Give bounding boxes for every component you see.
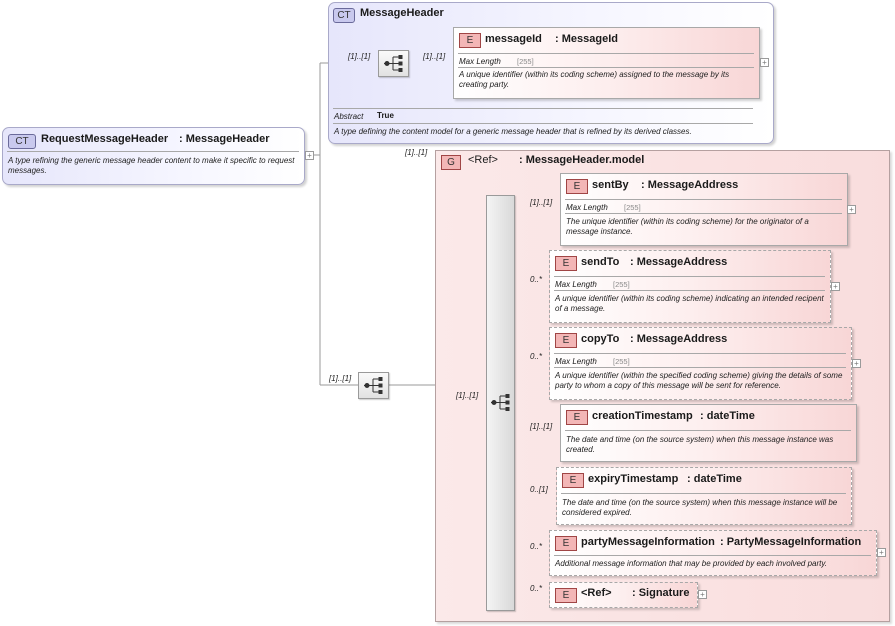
facet-value: [255] [624, 203, 641, 212]
element-type: : dateTime [687, 473, 742, 485]
group-ref: <Ref> [468, 154, 498, 166]
element-cardinality: [1]..[1] [423, 52, 446, 61]
divider [554, 353, 846, 354]
element-type: : dateTime [700, 410, 755, 422]
expand-icon[interactable]: + [852, 359, 861, 368]
facet-value: [255] [613, 280, 630, 289]
element-name: partyMessageInformation [581, 536, 715, 548]
element-ref: <Ref> [581, 587, 612, 599]
facet-label: Max Length [555, 280, 597, 289]
abstract-label: Abstract [334, 112, 364, 121]
element-badge: E [555, 536, 577, 551]
sequence-compositor-icon [364, 377, 383, 394]
element-cardinality: 0..* [530, 584, 543, 593]
group-name: : MessageHeader.model [519, 154, 645, 166]
element-badge: E [459, 33, 481, 48]
request-message-header-box[interactable]: CT RequestMessageHeader : MessageHeader … [2, 127, 305, 185]
divider [458, 53, 754, 54]
element-cardinality: [1]..[1] [530, 198, 553, 207]
element-name: : Signature [632, 587, 690, 599]
sequence-compositor[interactable] [358, 372, 389, 399]
element-name: sentBy [592, 179, 629, 191]
element-description: A unique identifier (within its coding s… [459, 70, 730, 89]
element-badge: E [555, 588, 577, 603]
abstract-value: True [377, 111, 394, 120]
request-message-header-type: : MessageHeader [179, 133, 270, 145]
sequence-compositor-icon [384, 55, 403, 72]
divider [554, 276, 825, 277]
element-badge: E [555, 256, 577, 271]
element-badge: E [555, 333, 577, 348]
group-cardinality: [1]..[1] [405, 148, 428, 157]
sequence-cardinality: [1]..[1] [329, 374, 352, 383]
element-name: copyTo [581, 333, 620, 345]
facet-label: Max Length [555, 357, 597, 366]
group-badge: G [441, 155, 461, 170]
element-badge: E [562, 473, 584, 488]
element-name: expiryTimestamp [588, 473, 679, 485]
divider [458, 67, 754, 68]
element-badge: E [566, 179, 588, 194]
element-copy-to[interactable]: E copyTo : MessageAddress Max Length [25… [549, 327, 852, 400]
divider [565, 213, 842, 214]
element-sent-by[interactable]: E sentBy : MessageAddress Max Length [25… [560, 173, 848, 246]
element-send-to[interactable]: E sendTo : MessageAddress Max Length [25… [549, 250, 831, 323]
element-expiry-timestamp[interactable]: E expiryTimestamp : dateTime The date an… [556, 467, 852, 525]
element-name: sendTo [581, 256, 620, 268]
divider [561, 493, 846, 494]
sequence-compositor[interactable] [378, 50, 409, 77]
element-description: A unique identifier (within its coding s… [555, 294, 824, 313]
expand-icon[interactable]: + [847, 205, 856, 214]
complex-type-badge: CT [8, 134, 36, 149]
element-signature-ref[interactable]: E <Ref> : Signature [549, 582, 698, 608]
request-message-header-description: A type refining the generic message head… [8, 156, 295, 175]
message-header-description: A type defining the content model for a … [334, 127, 692, 136]
element-cardinality: 0..[1] [530, 485, 548, 494]
divider [565, 199, 842, 200]
divider [333, 123, 753, 124]
expand-icon[interactable]: + [305, 151, 314, 160]
sequence-compositor-icon [491, 394, 510, 411]
element-type: : MessageId [555, 33, 618, 45]
element-type: : MessageAddress [630, 256, 728, 268]
sequence-compositor[interactable] [486, 195, 515, 611]
element-party-message-information[interactable]: E partyMessageInformation : PartyMessage… [549, 530, 877, 576]
divider [7, 151, 299, 152]
expand-icon[interactable]: + [831, 282, 840, 291]
element-description: The date and time (on the source system)… [562, 498, 838, 517]
expand-icon[interactable]: + [877, 548, 886, 557]
element-name: messageId [485, 33, 542, 45]
element-description: Additional message information that may … [555, 559, 828, 568]
element-name: creationTimestamp [592, 410, 693, 422]
element-description: The date and time (on the source system)… [566, 435, 834, 454]
element-description: The unique identifier (within its coding… [566, 217, 809, 236]
element-cardinality: 0..* [530, 352, 543, 361]
element-type: : PartyMessageInformation [720, 536, 862, 548]
sequence-cardinality: [1]..[1] [348, 52, 371, 61]
element-creation-timestamp[interactable]: E creationTimestamp : dateTime The date … [560, 404, 857, 462]
element-cardinality: [1]..[1] [530, 422, 553, 431]
element-badge: E [566, 410, 588, 425]
request-message-header-name: RequestMessageHeader [41, 133, 169, 145]
expand-icon[interactable]: + [698, 590, 707, 599]
facet-value: [255] [613, 357, 630, 366]
facet-value: [255] [517, 57, 534, 66]
divider [554, 290, 825, 291]
facet-label: Max Length [459, 57, 501, 66]
expand-icon[interactable]: + [760, 58, 769, 67]
divider [554, 367, 846, 368]
element-cardinality: 0..* [530, 542, 543, 551]
element-description: A unique identifier (within the specifie… [555, 371, 843, 390]
facet-label: Max Length [566, 203, 608, 212]
divider [333, 108, 753, 109]
group-sequence-cardinality: [1]..[1] [456, 391, 479, 400]
message-header-name: MessageHeader [360, 7, 444, 19]
element-type: : MessageAddress [641, 179, 739, 191]
element-message-id[interactable]: E messageId : MessageId Max Length [255]… [453, 27, 760, 99]
element-type: : MessageAddress [630, 333, 728, 345]
divider [554, 555, 871, 556]
complex-type-badge: CT [333, 8, 355, 23]
element-cardinality: 0..* [530, 275, 543, 284]
divider [565, 430, 851, 431]
